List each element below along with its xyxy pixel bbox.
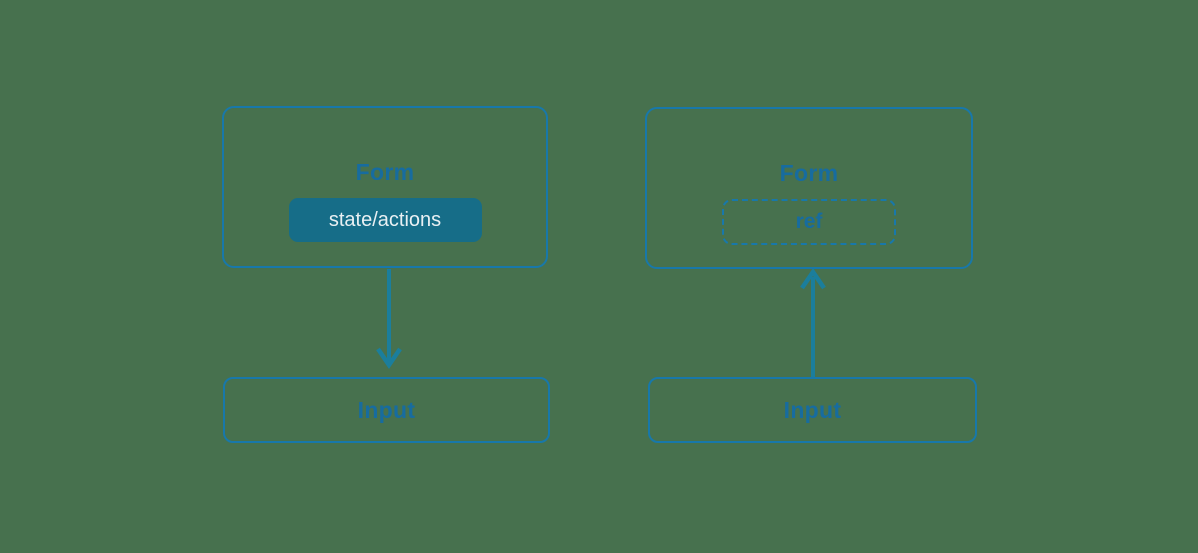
form-node-title: Form xyxy=(355,159,415,185)
state-actions-badge-label: state/actions xyxy=(328,208,442,231)
form-node-state-actions: Form state/actions xyxy=(222,106,548,268)
state-actions-badge: state/actions xyxy=(288,198,482,242)
arrow-up-input-to-form xyxy=(798,269,828,377)
form-node-ref: Form ref xyxy=(645,107,973,269)
input-node-right: Input xyxy=(648,377,977,443)
ref-badge-label: ref xyxy=(795,210,823,233)
form-node-title: Form xyxy=(779,160,839,186)
input-node-left: Input xyxy=(223,377,550,443)
ref-badge: ref xyxy=(722,199,896,245)
input-node-label: Input xyxy=(357,396,416,423)
arrow-down-form-to-input xyxy=(374,269,404,371)
input-node-label: Input xyxy=(783,396,842,423)
